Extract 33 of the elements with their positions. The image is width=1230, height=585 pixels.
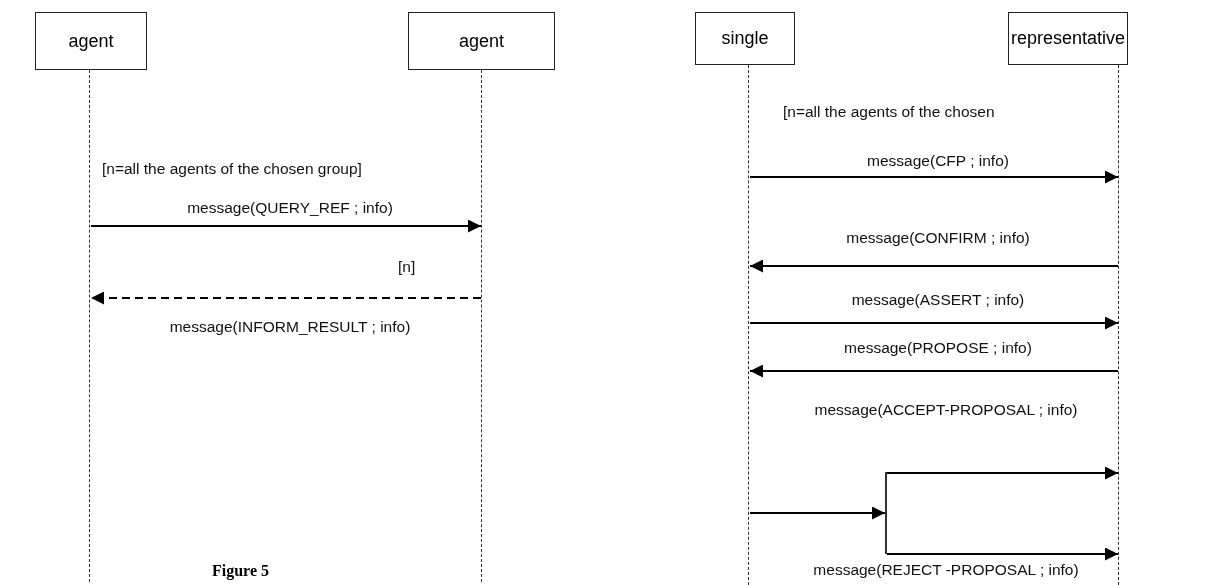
lifeline-name: agent xyxy=(68,30,114,52)
message-arrow xyxy=(90,291,482,305)
lifeline-name: single xyxy=(721,28,769,49)
lifeline-name: representative xyxy=(1010,28,1126,49)
message-label: message(REJECT -PROPOSAL ; info) xyxy=(812,561,1080,579)
message-label: message(INFORM_RESULT ; info) xyxy=(168,318,412,336)
guard-condition: [n] xyxy=(398,258,416,276)
message-label: message(CFP ; info) xyxy=(866,152,1010,170)
message-arrow xyxy=(749,316,1119,330)
lifeline-header-box xyxy=(1008,12,1128,65)
lifeline xyxy=(481,70,483,582)
message-arrow xyxy=(90,219,482,233)
message-label: message(PROPOSE ; info) xyxy=(843,339,1033,357)
lifeline-name: agent xyxy=(458,30,504,52)
message-arrow xyxy=(749,170,1119,184)
message-arrow xyxy=(749,364,1119,378)
guard-condition: [n=all the agents of the chosen group] xyxy=(102,160,362,178)
message-arrow xyxy=(886,547,1119,561)
message-label: message(ASSERT ; info) xyxy=(850,291,1026,309)
message-label: message(QUERY_REF ; info) xyxy=(186,199,394,217)
lifeline xyxy=(748,65,750,585)
message-arrow xyxy=(749,259,1119,273)
message-label: message(CONFIRM ; info) xyxy=(845,229,1031,247)
message-label: message(ACCEPT-PROPOSAL ; info) xyxy=(813,401,1079,419)
lifeline-header-box xyxy=(35,12,147,70)
message-arrow xyxy=(749,506,886,520)
lifeline xyxy=(89,70,91,582)
guard-condition: [n=all the agents of the chosen xyxy=(783,103,995,121)
figure-caption: Figure 5 xyxy=(212,562,270,580)
lifeline xyxy=(1118,65,1120,585)
message-arrow xyxy=(886,466,1119,480)
lifeline-header-box xyxy=(695,12,795,65)
lifeline-header-box xyxy=(408,12,555,70)
